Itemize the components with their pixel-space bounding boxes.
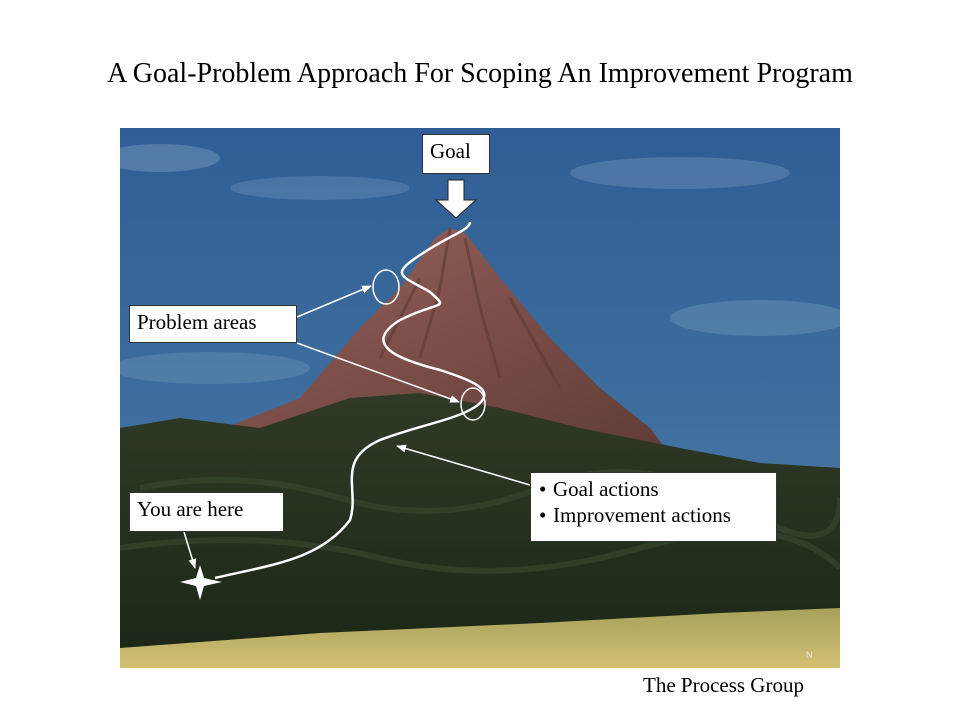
problem-areas-label: Problem areas	[137, 310, 257, 334]
goal-callout: Goal	[422, 134, 490, 174]
action-item-improvement: Improvement actions	[539, 502, 768, 528]
cloud	[230, 176, 410, 200]
you-are-here-callout: You are here	[129, 492, 284, 532]
you-are-here-label: You are here	[137, 497, 244, 521]
cloud	[120, 144, 220, 172]
goal-label: Goal	[430, 139, 471, 163]
field	[120, 608, 840, 668]
photo-mark: N	[806, 650, 813, 660]
slide-title: A Goal-Problem Approach For Scoping An I…	[107, 58, 853, 89]
footer-credit: The Process Group	[643, 673, 804, 697]
cloud	[570, 157, 790, 189]
actions-list: Goal actions Improvement actions	[539, 476, 768, 528]
mountain-photo	[120, 128, 840, 668]
actions-callout: Goal actions Improvement actions	[530, 472, 777, 542]
problem-areas-callout: Problem areas	[129, 305, 297, 343]
action-item-goal: Goal actions	[539, 476, 768, 502]
cloud	[670, 300, 840, 336]
